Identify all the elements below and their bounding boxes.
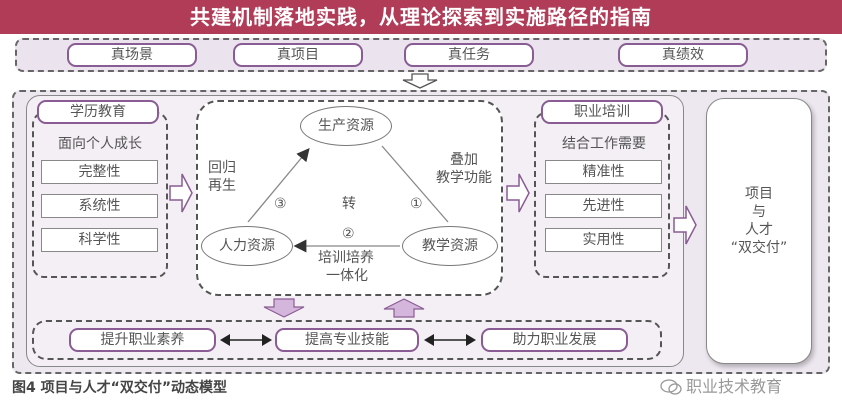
right-arrow-icon [673, 205, 697, 245]
right-arrow-icon [506, 173, 530, 213]
edge-label-return: 回归 [208, 160, 236, 176]
right-item-precision: 精准性 [545, 160, 662, 184]
edge-number-1: ① [410, 196, 423, 212]
right-item-practical: 实用性 [545, 228, 662, 252]
edge-label-training: 培训培养 [318, 250, 374, 266]
up-arrow-icon [383, 298, 425, 318]
left-item-completeness: 完整性 [41, 160, 158, 184]
edge-label-teaching-function: 教学功能 [436, 170, 492, 186]
right-panel-subtitle: 结合工作需要 [562, 136, 646, 152]
down-arrow-icon [402, 73, 438, 89]
watermark-text: 职业技术教育 [686, 377, 783, 396]
figure-caption: 图4 项目与人才“双交付”动态模型 [12, 380, 228, 396]
top-item-scene: 真场景 [67, 43, 197, 67]
title-banner: 共建机制落地实践，从理论探索到实施路径的指南 [0, 0, 842, 34]
edge-label-integration: 一体化 [326, 268, 368, 284]
node-production-resources: 生产资源 [300, 106, 392, 146]
left-panel-title: 学历教育 [37, 100, 159, 124]
result-line-talent: 人才 [745, 222, 773, 238]
right-arrow-icon [169, 173, 193, 213]
left-panel-subtitle: 面向个人成长 [58, 136, 142, 152]
result-line-and: 与 [752, 204, 766, 220]
left-item-scientific: 科学性 [41, 228, 158, 252]
bidirectional-arrow-icon [220, 334, 272, 346]
result-line-project: 项目 [745, 186, 773, 202]
bottom-row-container [32, 320, 662, 360]
left-item-systematic: 系统性 [41, 194, 158, 218]
edge-number-2: ② [342, 226, 355, 242]
right-panel-title: 职业培训 [541, 100, 663, 124]
bidirectional-arrow-icon [424, 334, 476, 346]
edge-label-regenerate: 再生 [208, 178, 236, 194]
result-card [706, 98, 812, 364]
bottom-item-skills: 提高专业技能 [275, 328, 419, 352]
node-teaching-resources: 教学资源 [402, 226, 498, 266]
edge-label-transform: 转 [342, 196, 356, 212]
bottom-item-career: 助力职业发展 [481, 328, 628, 352]
top-item-task: 真任务 [404, 43, 534, 67]
resource-cycle-lines [247, 145, 449, 253]
top-item-project: 真项目 [233, 43, 363, 67]
right-item-advanced: 先进性 [545, 194, 662, 218]
top-item-performance: 真绩效 [618, 43, 748, 67]
watermark: 职业技术教育 [660, 378, 782, 396]
node-human-resources: 人力资源 [201, 226, 293, 266]
wechat-icon [660, 379, 682, 395]
down-arrow-icon [263, 298, 305, 318]
edge-label-overlay: 叠加 [450, 152, 478, 168]
banner-title: 共建机制落地实践，从理论探索到实施路径的指南 [190, 5, 652, 29]
edge-number-3: ③ [274, 196, 287, 212]
result-line-dual-delivery: “双交付” [730, 240, 788, 256]
bottom-item-literacy: 提升职业素养 [69, 328, 216, 352]
